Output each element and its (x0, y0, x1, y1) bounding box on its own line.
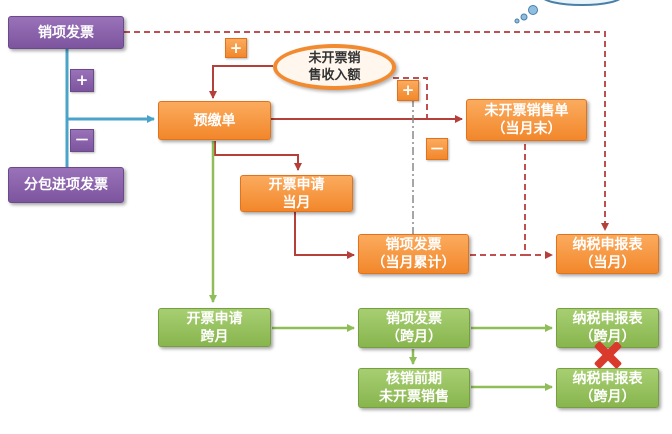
minus-sign-left: － (70, 129, 94, 152)
node-sales-invoice-cross: 销项发票 （跨月） (358, 308, 470, 348)
thought-bubble-icon (514, 0, 620, 24)
node-tax-return-month: 纳税申报表 （当月） (556, 234, 659, 274)
node-tax-return-cross-2: 纳税申报表 （跨月） (556, 368, 659, 408)
green-connectors (209, 141, 553, 391)
red-solid-connectors (209, 65, 463, 259)
node-invoice-request-cross: 开票申请 跨月 (158, 308, 271, 347)
node-invoice-request-month: 开票申请 当月 (240, 175, 353, 212)
blue-connectors (65, 49, 155, 167)
node-prepayment-slip: 预缴单 (158, 101, 271, 140)
cross-mark-icon (590, 337, 626, 373)
node-uninvoiced-sales-revenue: 未开票销 售收入额 (273, 44, 396, 90)
plus-sign-left: + (70, 69, 94, 92)
dashdot-connector (412, 88, 417, 235)
node-uninvoiced-sales-slip: 未开票销售单 （当月末） (466, 99, 587, 141)
node-sales-invoice-month-cum: 销项发票 （当月累计） (358, 234, 469, 274)
node-sales-invoice-top: 销项发票 (8, 16, 124, 49)
node-writeoff-prior: 核销前期 未开票销售 (358, 368, 470, 408)
plus-sign-right: + (397, 80, 419, 101)
minus-sign-right: － (426, 138, 448, 160)
node-subcontract-input-invoice: 分包进项发票 (8, 167, 124, 203)
plus-sign-oval: + (225, 38, 247, 58)
red-dashed-connectors (124, 31, 609, 259)
